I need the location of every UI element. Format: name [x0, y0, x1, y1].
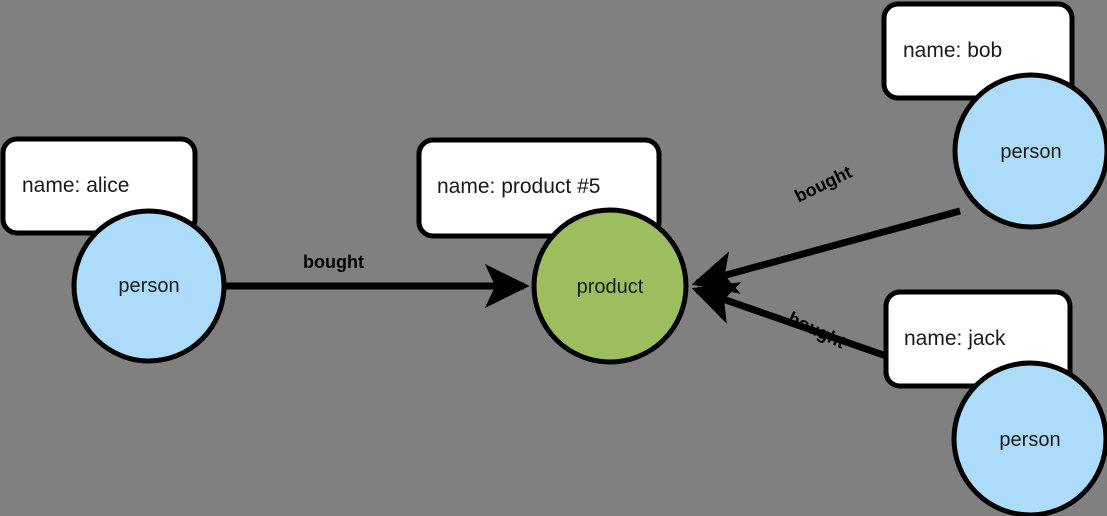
edge-bob-bought-product[interactable]: [691, 207, 961, 294]
node-circle-alice[interactable]: [71, 208, 227, 364]
node-circle-bob[interactable]: [952, 72, 1107, 230]
node-circle-product5[interactable]: [531, 207, 689, 365]
node-circle-jack[interactable]: [951, 360, 1107, 516]
nodes-group: [71, 72, 1107, 516]
